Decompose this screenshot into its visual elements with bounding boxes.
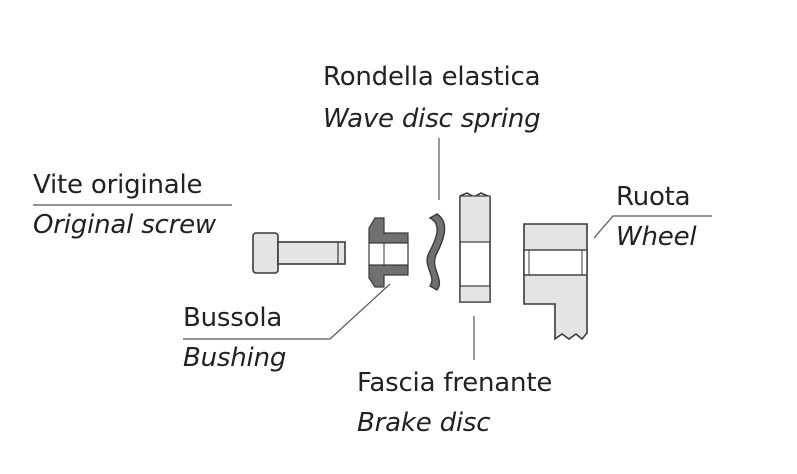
bushing-label-en: Bushing [183,343,287,373]
brake-disc-lower-band [459,285,491,303]
bushing-part [368,217,409,288]
leader-bushing [183,283,391,340]
wave-disc-spring-label-it: Rondella elastica [323,62,541,92]
leader-lines [33,138,712,360]
wave-disc-spring-part [426,213,446,291]
leader-wheel [593,215,712,239]
wheel-label-en: Wheel [616,222,697,252]
brake-disc-label-en: Brake disc [357,408,491,438]
wheel-bore [523,249,588,276]
brake-disc-label-it: Fascia frenante [357,368,553,398]
bushing-top-wall [368,217,409,244]
original-screw-label-it: Vite originale [33,170,203,200]
screw-head [252,232,279,274]
bushing-bore [368,242,409,266]
wheel-part [523,223,588,341]
screw-shank [277,241,346,265]
wave-disc-spring-label-en: Wave disc spring [323,104,541,134]
bushing-label-it: Bussola [183,303,283,333]
brake-disc-upper-band [459,195,491,243]
original-screw-part [252,232,346,274]
wheel-body [523,223,588,341]
original-screw-label-en: Original screw [33,210,216,240]
bushing-bottom-wall [368,264,409,288]
wheel-label-it: Ruota [616,182,691,212]
brake-disc-part [459,192,491,303]
